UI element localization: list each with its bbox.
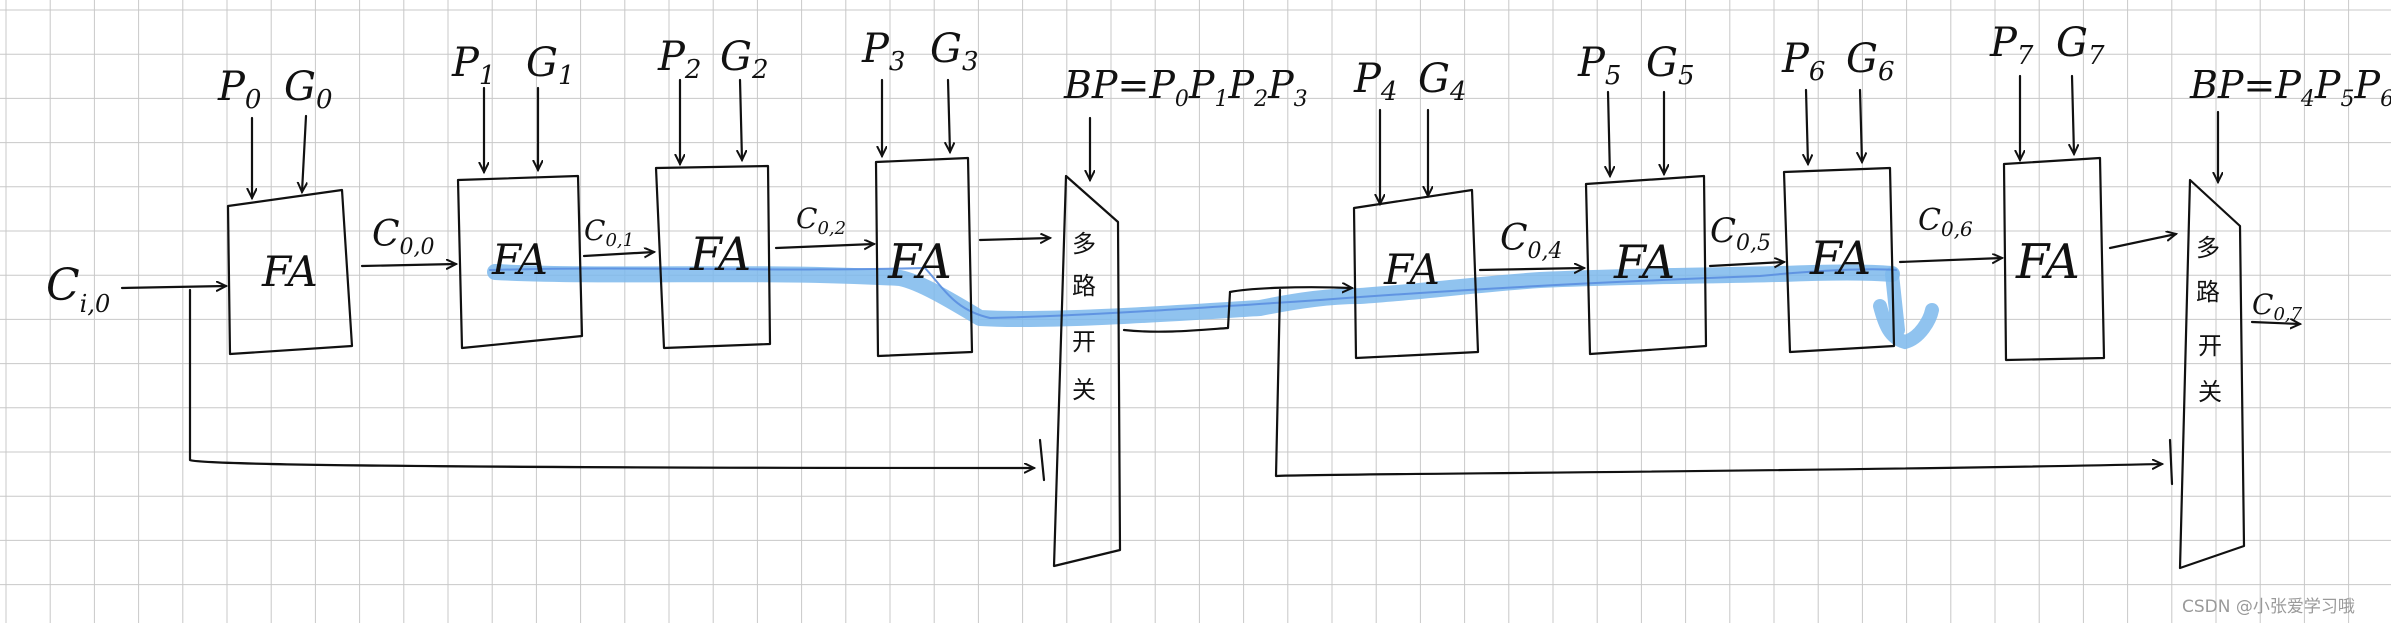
svg-text:P6: P6: [1781, 36, 1825, 87]
svg-text:开: 开: [2198, 332, 2222, 360]
svg-text:Ci,0: Ci,0: [46, 260, 110, 318]
final-carry-label: C: [2252, 288, 2273, 321]
fa-box-1: [456, 174, 584, 350]
watermark: CSDN @小张爱学习哦: [2182, 597, 2355, 617]
mux-text-1: 多 路 开 关: [2196, 234, 2222, 406]
carry-labels: Ci,0 C0,0 C0,1 C0,2 C0,4 C0,5 C0,6 C0,7: [46, 202, 2303, 325]
g-label-3: G: [930, 26, 962, 72]
g-sub-4: 4: [1449, 77, 1467, 107]
g-label-6: G: [1846, 36, 1878, 82]
svg-text:关: 关: [1072, 376, 1096, 404]
fa-label-3: FA: [887, 234, 952, 290]
svg-text:C0,6: C0,6: [1918, 203, 1973, 241]
p-label-5: P: [1577, 40, 1606, 86]
p-sub-6: 6: [1809, 57, 1826, 87]
p-label-2: P: [657, 34, 686, 80]
fa-labels: FA FA FA FA FA FA FA FA: [261, 227, 2080, 296]
carry-in-sub: i,0: [80, 290, 111, 318]
svg-text:G1: G1: [526, 40, 575, 91]
fa-box-6: [1782, 166, 1896, 354]
pg-labels: P0 G0 P1 G1 P2 G2 P3 G3 P4 G4 P5 G5 P6 G…: [217, 20, 2105, 115]
p-sub-0: 0: [245, 85, 262, 115]
p-label-3: P: [861, 26, 890, 72]
fa-box-0: [226, 188, 354, 356]
svg-text:开: 开: [1072, 328, 1096, 356]
svg-text:G6: G6: [1846, 36, 1895, 87]
g-sub-3: 3: [962, 47, 979, 77]
g-label-4: G: [1418, 56, 1450, 102]
svg-text:BP=P4P5P6P7: BP=P4P5P6P7: [2189, 63, 2391, 112]
g-sub-7: 7: [2088, 41, 2105, 71]
final-carry-sub: 0,7: [2273, 304, 2302, 325]
p-sub-1: 1: [479, 61, 496, 91]
svg-text:G2: G2: [720, 34, 769, 85]
fa-label-5: FA: [1613, 235, 1675, 289]
svg-text:P7: P7: [1989, 20, 2034, 71]
svg-text:G5: G5: [1646, 40, 1695, 91]
svg-text:C0,0: C0,0: [372, 214, 435, 260]
svg-text:C0,5: C0,5: [1710, 211, 1771, 256]
fa-box-2: [654, 164, 772, 350]
fa-label-1: FA: [491, 235, 548, 284]
g-sub-6: 6: [1878, 57, 1895, 87]
g-label-7: G: [2056, 20, 2088, 66]
svg-text:P3: P3: [861, 26, 905, 77]
bp-labels: BP=P0P1P2P3 BP=P4P5P6P7: [1063, 63, 2391, 112]
g-sub-5: 5: [1678, 61, 1695, 91]
circuit-drawing: [120, 74, 2300, 570]
svg-text:G4: G4: [1418, 56, 1467, 107]
g-sub-0: 0: [316, 85, 333, 115]
p-label-6: P: [1781, 36, 1810, 82]
g-label-5: G: [1646, 40, 1678, 86]
fa-box-5: [1584, 174, 1708, 356]
bp-prefix-1: BP=: [2189, 63, 2275, 107]
bp-prefix-0: BP=: [1063, 63, 1149, 107]
carry-in-label: C: [46, 260, 80, 311]
svg-text:G7: G7: [2056, 20, 2105, 71]
svg-text:P2: P2: [657, 34, 701, 85]
svg-text:C0,2: C0,2: [796, 202, 846, 239]
p-label-0: P: [217, 64, 246, 110]
svg-text:C0,1: C0,1: [584, 214, 634, 251]
g-sub-2: 2: [751, 55, 769, 85]
svg-text:C0,7: C0,7: [2252, 288, 2303, 325]
fa-label-0: FA: [261, 247, 318, 296]
fa-label-4: FA: [1383, 245, 1440, 294]
svg-text:路: 路: [2196, 278, 2220, 306]
svg-text:C0,4: C0,4: [1500, 218, 1563, 264]
mux-shape-1: [2178, 178, 2246, 570]
svg-text:BP=P0P1P2P3: BP=P0P1P2P3: [1063, 63, 1308, 112]
mux-shape-0: [1052, 174, 1122, 568]
p-sub-7: 7: [2017, 41, 2034, 71]
g-label-1: G: [526, 40, 558, 86]
g-label-2: G: [720, 34, 752, 80]
p-label-7: P: [1989, 20, 2018, 66]
fa-label-7: FA: [2015, 234, 2080, 290]
p-label-4: P: [1353, 56, 1382, 102]
svg-text:G3: G3: [930, 26, 979, 77]
p-label-1: P: [451, 40, 480, 86]
p-sub-2: 2: [684, 55, 702, 85]
fa-box-3: [874, 156, 974, 358]
svg-text:多: 多: [1072, 230, 1096, 258]
svg-text:P5: P5: [1577, 40, 1621, 91]
svg-text:G0: G0: [284, 64, 333, 115]
fa-box-7: [2002, 156, 2106, 362]
p-sub-3: 3: [889, 47, 906, 77]
svg-text:P0: P0: [217, 64, 261, 115]
svg-text:P1: P1: [451, 40, 495, 91]
g-sub-1: 1: [558, 61, 575, 91]
svg-text:关: 关: [2198, 378, 2222, 406]
g-label-0: G: [284, 64, 316, 110]
p-sub-5: 5: [1605, 61, 1622, 91]
fa-label-2: FA: [689, 227, 751, 281]
mux-text-0: 多 路 开 关: [1072, 230, 1096, 404]
svg-text:多: 多: [2196, 234, 2220, 262]
p-sub-4: 4: [1380, 77, 1398, 107]
fa-label-6: FA: [1809, 231, 1871, 285]
svg-text:P4: P4: [1353, 56, 1397, 107]
svg-text:路: 路: [1072, 272, 1096, 300]
